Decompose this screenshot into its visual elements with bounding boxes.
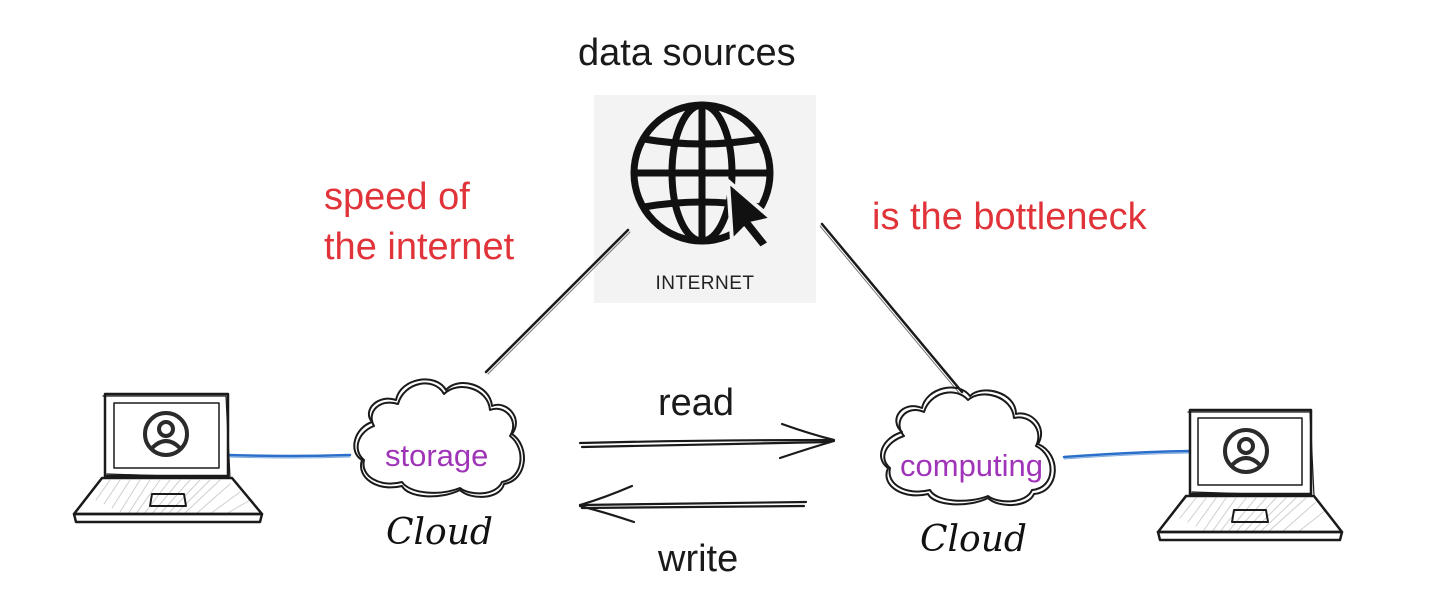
write-label: write <box>658 538 739 580</box>
computing-label: computing <box>900 448 1044 483</box>
laptop-user-icon <box>72 392 264 524</box>
link-computing-right-laptop <box>1062 449 1192 459</box>
cloud-caption-right: Cloud <box>920 519 1027 560</box>
annotation-speed-line2: the internet <box>324 226 515 268</box>
cloud-icon <box>353 378 525 498</box>
storage-label: storage <box>385 438 489 473</box>
link-left-laptop-storage <box>226 453 352 458</box>
write-arrow <box>578 484 808 524</box>
connector-internet-storage <box>484 228 630 374</box>
cloud-caption-left: Cloud <box>386 512 493 553</box>
read-arrow <box>578 422 836 460</box>
read-label: read <box>658 382 735 424</box>
diagram-title: data sources <box>578 32 796 74</box>
laptop-user-icon <box>1156 408 1344 542</box>
connector-internet-computing <box>820 222 964 394</box>
globe-cursor-icon <box>630 101 777 252</box>
internet-label: INTERNET <box>655 273 755 294</box>
annotation-bottleneck: is the bottleneck <box>872 196 1147 238</box>
annotation-speed-line1: speed of <box>324 176 470 218</box>
cloud-icon <box>880 386 1056 506</box>
internet-tile: INTERNET <box>594 95 816 303</box>
